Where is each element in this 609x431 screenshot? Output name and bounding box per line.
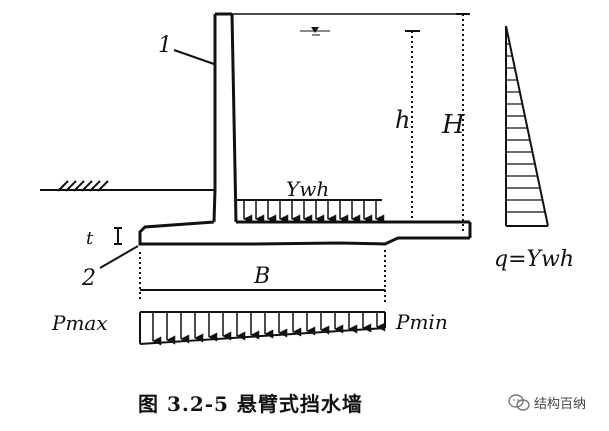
label-base-2: 2 [81,266,96,291]
base-slab [138,220,472,246]
ground-surface [40,180,215,192]
water-surface [232,13,466,36]
label-B: B [253,264,270,289]
label-water-pressure: Υwh [286,177,329,201]
label-h: h [395,106,410,134]
label-pressure-formula: q=Υwh [494,247,574,272]
wechat-icon [508,393,530,411]
label-pmax: Pmax [51,311,108,335]
dimension-H [456,13,470,232]
label-H: H [441,110,466,140]
wall-stem [212,12,238,223]
figure-caption: 图 3.2-5 悬臂式挡水墙 [138,392,363,416]
watermark-text: 结构百纳 [534,397,587,412]
dimension-toe-thickness [114,227,122,245]
watermark: 结构百纳 [508,393,586,412]
label-wall-1: 1 [158,33,172,58]
leader-line-2 [99,245,139,269]
dimension-B [139,250,386,302]
hydrostatic-triangle [505,25,549,227]
dimension-h [405,30,420,222]
base-pressure-diagram [139,311,386,346]
label-pmin: Pmin [395,310,448,334]
leader-line-1 [173,49,215,65]
heel-pressure-arrows [236,199,385,224]
label-toe-thickness: t [86,228,94,249]
